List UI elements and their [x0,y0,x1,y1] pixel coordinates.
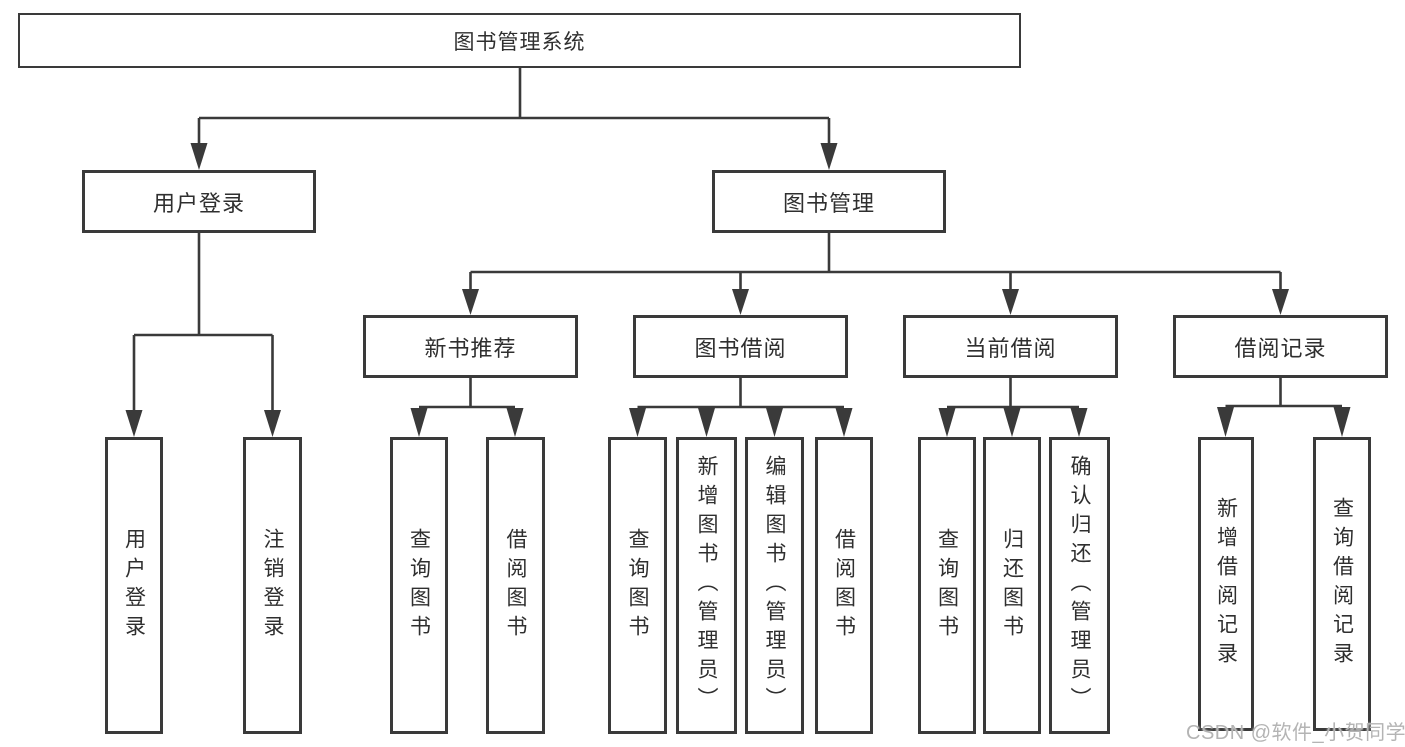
node-label: 用户登录 [122,527,146,644]
node-label: 图书借阅 [694,335,787,361]
node-leaf-borrow-books-recommend: 借阅图书 [486,437,545,734]
connector-book-management [469,233,1282,290]
connector-current-borrow [947,378,1079,409]
node-label: 查询借阅记录 [1330,497,1354,671]
node-current-borrow: 当前借阅 [903,315,1118,378]
node-label: 查询图书 [935,527,959,644]
node-label: 用户登录 [152,190,245,216]
node-label: 归还图书 [1000,527,1024,644]
node-leaf-return-books: 归还图书 [983,437,1041,734]
node-library-management-system: 图书管理系统 [18,13,1021,68]
connector-borrow-record [1225,378,1342,408]
node-leaf-add-books-admin: 新增图书（管理员） [676,437,737,734]
node-label: 编辑图书（管理员） [763,455,786,716]
node-label: 图书管理 [782,190,875,216]
node-label: 注销登录 [261,527,284,644]
connector-user-login [132,233,274,411]
csdn-watermark: CSDN @软件_小贺同学 [1186,722,1405,744]
node-label: 查询图书 [407,527,431,644]
node-label: 当前借阅 [964,335,1057,361]
node-new-book-recommend: 新书推荐 [363,315,578,378]
node-book-management-branch: 图书管理 [712,170,946,233]
node-leaf-query-books-borrow: 查询图书 [608,437,667,734]
node-leaf-add-borrow-record: 新增借阅记录 [1198,437,1254,731]
node-book-borrow: 图书借阅 [633,315,848,378]
node-label: 借阅图书 [504,527,527,644]
node-leaf-borrow-books: 借阅图书 [815,437,873,734]
node-leaf-logout: 注销登录 [243,437,302,734]
node-label: 借阅记录 [1234,335,1327,361]
node-user-login-branch: 用户登录 [82,170,316,233]
node-leaf-user-login: 用户登录 [105,437,163,734]
node-leaf-query-borrow-record: 查询借阅记录 [1313,437,1371,731]
connector-new-book-recommend [419,378,515,409]
node-borrow-record: 借阅记录 [1173,315,1388,378]
node-label: 新书推荐 [424,335,517,361]
node-label: 确认归还（管理员） [1068,455,1091,716]
connector-book-borrow [637,378,844,409]
node-label: 新增图书（管理员） [695,455,718,716]
node-label: 查询图书 [626,527,649,644]
node-label: 新增借阅记录 [1214,497,1238,671]
node-leaf-query-books-current: 查询图书 [918,437,976,734]
connector-root [197,68,831,144]
node-leaf-query-books-recommend: 查询图书 [390,437,448,734]
node-label: 图书管理系统 [453,30,586,54]
node-leaf-confirm-return-admin: 确认归还（管理员） [1049,437,1110,734]
node-label: 借阅图书 [832,527,856,644]
node-leaf-edit-books-admin: 编辑图书（管理员） [745,437,804,734]
